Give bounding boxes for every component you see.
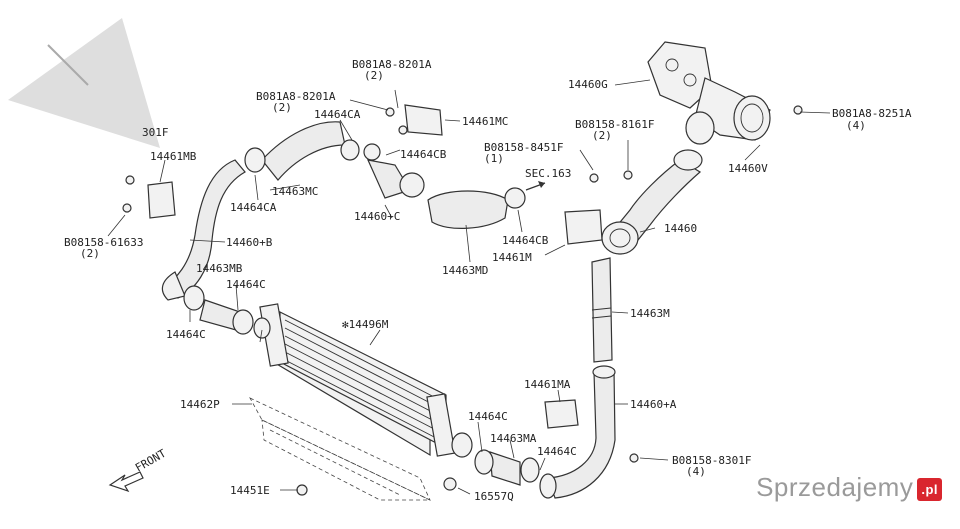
bracket-14461M xyxy=(564,209,603,245)
label-08158-61633: B08158-61633 xyxy=(64,236,143,249)
label-14496M: ✻14496M xyxy=(342,318,389,331)
label-14460C: 14460+C xyxy=(354,210,400,223)
bracket-14461MB xyxy=(147,181,176,219)
label-14463MC: 14463MC xyxy=(272,185,318,198)
label-14463MD: 14463MD xyxy=(442,264,488,277)
label-14461MC: 14461MC xyxy=(462,115,508,128)
label-sec-163: SEC.163 xyxy=(525,167,571,180)
label-14464CA-mid: 14464CA xyxy=(230,201,277,214)
front-arrow-icon xyxy=(108,471,144,493)
label-14461MA: 14461MA xyxy=(524,378,571,391)
hose-14463MC xyxy=(244,121,360,181)
label-14462P: 14462P xyxy=(180,398,220,411)
watermark-logo: Sprzedajemy.pl xyxy=(756,472,942,503)
label-08158-8451F: B08158-8451F xyxy=(484,141,563,154)
tube-14460C xyxy=(363,143,425,199)
label-08158-8301F-qty: (4) xyxy=(686,465,706,478)
bolt-icon xyxy=(122,105,803,496)
tube-14460 xyxy=(601,149,703,255)
hose-14463MD xyxy=(427,190,509,229)
tube-14460A xyxy=(539,365,616,499)
air-guide-plate xyxy=(249,397,431,501)
label-081A8-8201A-top-qty: (2) xyxy=(364,69,384,82)
label-08158-8301F: B08158-8301F xyxy=(672,454,751,467)
flange-14460G xyxy=(647,41,713,109)
intercooler xyxy=(253,303,473,458)
throttle-14460V xyxy=(685,77,771,145)
watermark-text: Sprzedajemy xyxy=(756,472,914,502)
label-08158-8451F-qty: (1) xyxy=(484,152,504,165)
label-14464CA-top: 14464CA xyxy=(314,108,361,121)
hose-14463M xyxy=(591,257,613,363)
label-14463MB: 14463MB xyxy=(196,262,243,275)
label-14461M: 14461M xyxy=(492,251,532,264)
label-14464CB-mid: 14464CB xyxy=(502,234,549,247)
clamp-14464CB xyxy=(504,187,526,209)
label-14451E: 14451E xyxy=(230,484,270,497)
bracket-14461MC xyxy=(404,104,443,136)
label-081A8-8201A-mid: B081A8-8201A xyxy=(256,90,336,103)
leader-lines xyxy=(107,79,831,495)
label-081A8-8201A-mid-qty: (2) xyxy=(272,101,292,114)
label-14460G: 14460G xyxy=(568,78,608,91)
label-081A8-8251A-qty: (4) xyxy=(846,119,866,132)
label-16557Q: 16557Q xyxy=(474,490,514,503)
label-14464C-b: 14464C xyxy=(166,328,206,341)
label-14464C-d: 14464C xyxy=(537,445,577,458)
label-081A8-8201A-top: B081A8-8201A xyxy=(352,58,432,71)
tube-14460B xyxy=(161,159,246,301)
label-14460: 14460 xyxy=(664,222,697,235)
label-14464C-c: 14464C xyxy=(468,410,508,423)
label-08158-8161F: B08158-8161F xyxy=(575,118,654,131)
label-301F: 301F xyxy=(142,126,169,139)
label-14460A: 14460+A xyxy=(630,398,677,411)
label-14464C-a: 14464C xyxy=(226,278,266,291)
note-triangle-icon xyxy=(8,18,160,148)
label-14461MB: 14461MB xyxy=(150,150,197,163)
label-14463M: 14463M xyxy=(630,307,670,320)
label-14463MA: 14463MA xyxy=(490,432,537,445)
watermark-badge: .pl xyxy=(917,477,942,501)
bracket-14461MA xyxy=(544,399,579,429)
hose-14463MB xyxy=(183,285,254,335)
hose-14463MA xyxy=(474,449,540,486)
label-081A8-8251A: B081A8-8251A xyxy=(832,107,912,120)
label-14464CB-top: 14464CB xyxy=(400,148,447,161)
label-14460B: 14460+B xyxy=(226,236,273,249)
label-08158-61633-qty: (2) xyxy=(80,247,100,260)
label-front: FRONT xyxy=(133,447,169,475)
label-14460V: 14460V xyxy=(728,162,768,175)
label-08158-8161F-qty: (2) xyxy=(592,129,612,142)
